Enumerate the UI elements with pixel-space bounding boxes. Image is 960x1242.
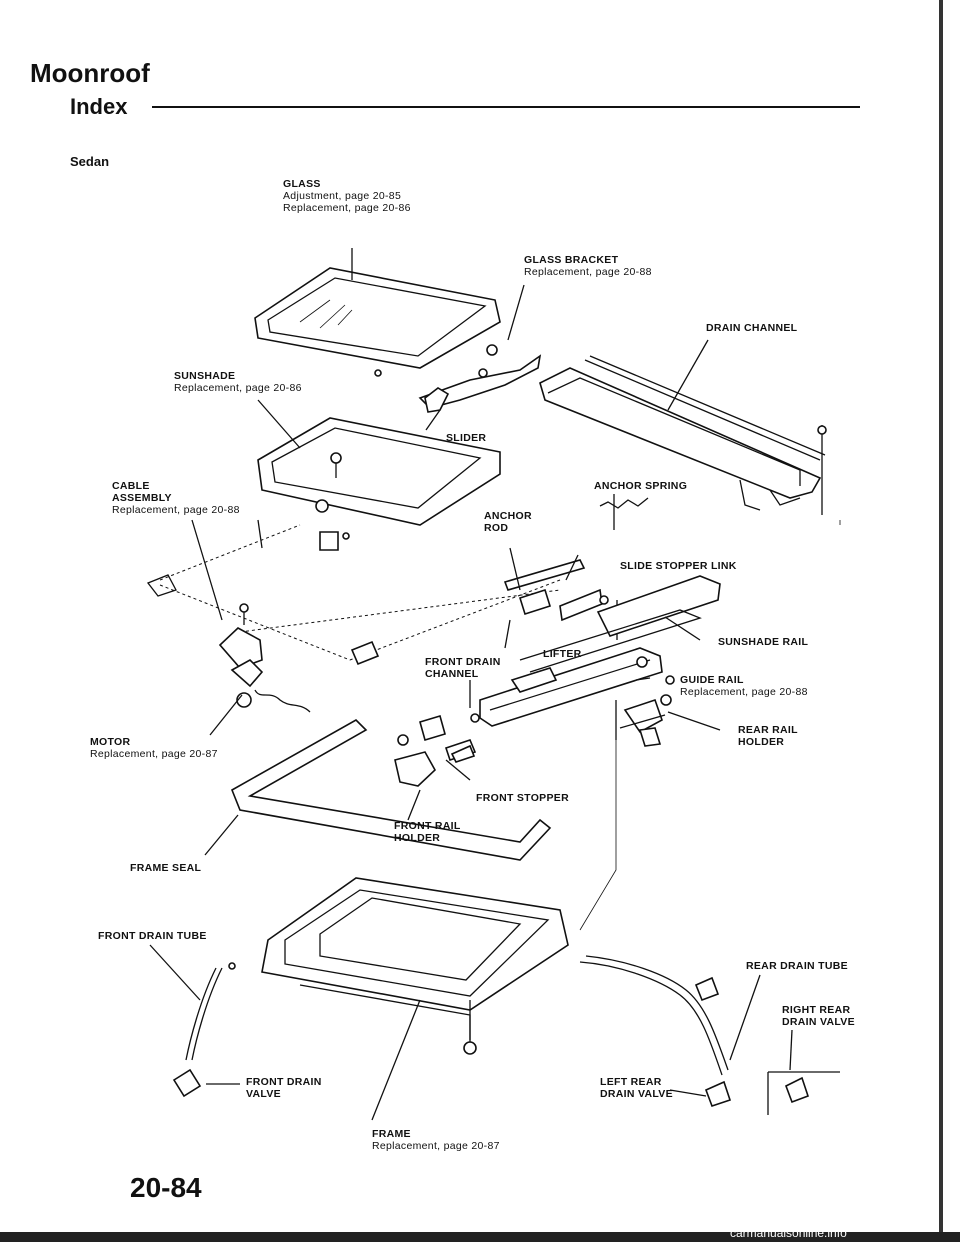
- label-lifter: LIFTER: [543, 648, 582, 660]
- page-number: 20-84: [130, 1172, 202, 1203]
- label-sunshade-rail: SUNSHADE RAIL: [718, 636, 809, 648]
- rail-parts: [479, 575, 721, 727]
- label-frame-seal: FRAME SEAL: [130, 862, 202, 874]
- label-rear-rail-holder: REAR RAIL HOLDER: [738, 724, 798, 748]
- label-front-drain-tube: FRONT DRAIN TUBE: [98, 930, 207, 942]
- front-drain-tube-part: [172, 962, 236, 1098]
- label-motor: MOTOR Replacement, page 20-87: [90, 736, 218, 760]
- sunshade-part: [257, 417, 501, 551]
- label-front-stopper: FRONT STOPPER: [476, 792, 569, 804]
- page-title: Moonroof: [30, 58, 150, 88]
- glass-bracket-part: [374, 344, 542, 413]
- label-guide-rail: GUIDE RAIL Replacement, page 20-88: [680, 674, 808, 698]
- label-cable-assembly: CABLE ASSEMBLY Replacement, page 20-88: [112, 480, 240, 516]
- frame-seal-part: [230, 719, 552, 861]
- label-glass: GLASS Adjustment, page 20-85 Replacement…: [283, 178, 411, 214]
- label-left-rear-drain-valve: LEFT REAR DRAIN VALVE: [600, 1076, 673, 1100]
- section-label: Sedan: [70, 154, 110, 169]
- label-slider: SLIDER: [446, 432, 487, 444]
- label-slide-stopper-link: SLIDE STOPPER LINK: [620, 560, 737, 572]
- label-sunshade: SUNSHADE Replacement, page 20-86: [174, 370, 302, 394]
- label-frame: FRAME Replacement, page 20-87: [372, 1128, 500, 1152]
- label-rear-drain-tube: REAR DRAIN TUBE: [746, 960, 848, 972]
- label-front-drain-channel: FRONT DRAIN CHANNEL: [425, 656, 501, 680]
- label-front-drain-valve: FRONT DRAIN VALVE: [246, 1076, 322, 1100]
- label-anchor-rod: ANCHOR ROD: [484, 510, 532, 534]
- drain-channel-part: [539, 355, 827, 515]
- page-edge-bar: [939, 0, 943, 1232]
- watermark: carmanualsonline.info: [730, 1226, 847, 1240]
- front-rail-holder-part: [394, 734, 476, 787]
- label-glass-bracket: GLASS BRACKET Replacement, page 20-88: [524, 254, 652, 278]
- cable-assembly-part: [146, 524, 561, 713]
- bottom-bar: [0, 1232, 960, 1242]
- header-rule: [152, 106, 860, 108]
- glass-part: [254, 267, 501, 369]
- label-drain-channel: DRAIN CHANNEL: [706, 322, 798, 334]
- label-anchor-spring: ANCHOR SPRING: [594, 480, 688, 492]
- page-subtitle: Index: [70, 94, 128, 119]
- rear-drain-tube-part: [579, 955, 840, 1115]
- label-right-rear-drain-valve: RIGHT REAR DRAIN VALVE: [782, 1004, 855, 1028]
- label-front-rail-holder: FRONT RAIL HOLDER: [394, 820, 461, 844]
- rear-rail-holder-part: [615, 698, 721, 747]
- leader-lines: [149, 248, 793, 1121]
- frame-part: [261, 877, 569, 1055]
